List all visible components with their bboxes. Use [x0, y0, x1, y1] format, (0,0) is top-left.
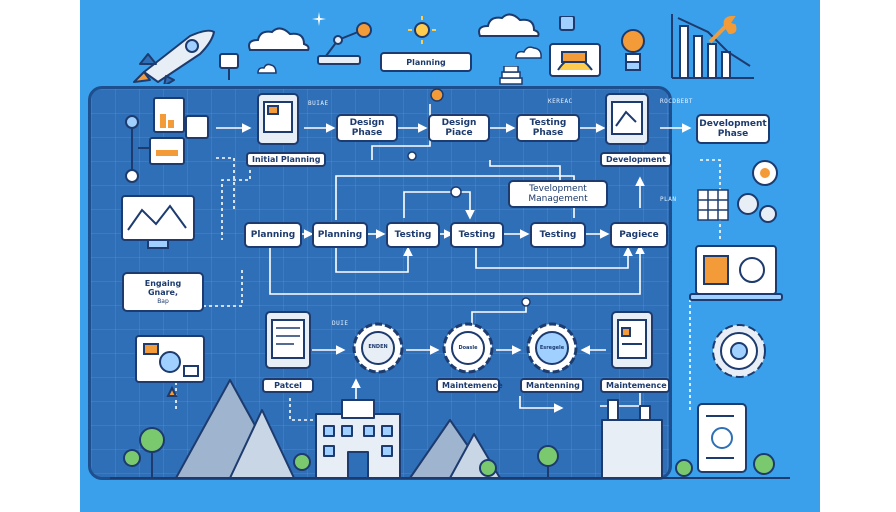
- sparkle-icon: [312, 12, 326, 26]
- tablet-chart-icon: [611, 311, 653, 369]
- box-label: Tevelopment Management: [528, 184, 588, 204]
- initial-planning-label: Initial Planning: [246, 152, 327, 167]
- cloud-icon: [257, 63, 277, 74]
- gear-label: Esregele: [539, 345, 565, 351]
- cloud-icon: [478, 13, 540, 37]
- planning-banner: Planning: [380, 52, 472, 72]
- note-line: Engaing: [144, 278, 182, 288]
- small-label: BUIAE: [308, 100, 329, 107]
- signpost-icon: [219, 53, 239, 80]
- gear-label: Doasle: [458, 345, 478, 351]
- network-board-icon: [135, 335, 205, 397]
- cloud-icon: [515, 46, 542, 59]
- maintenance-label-2: Mantenning: [520, 378, 584, 393]
- landscape-illustration: [110, 379, 790, 479]
- flow-box-testing-phase: Testing Phase: [516, 114, 580, 142]
- small-label: KEREAC: [548, 98, 573, 105]
- box-label: Design Piace: [441, 118, 477, 138]
- maintenance-label-1: Maintemence: [436, 378, 503, 393]
- flow-box-design-phase: Design Phase: [336, 114, 398, 142]
- box-label: Testing Phase: [529, 118, 567, 138]
- flow-box-testing-1: Testing: [386, 222, 440, 248]
- flow-box-planning-2: Planning: [312, 222, 368, 248]
- dashboard-widgets-icon: [125, 97, 209, 183]
- flow-box-testing-3: Testing: [530, 222, 586, 248]
- engaging-note-card: Engaing Gnare, Bap: [122, 272, 204, 312]
- development-label: Development: [600, 152, 672, 167]
- small-label: ROCDBEBT: [660, 98, 693, 105]
- note-line: Bap: [157, 297, 169, 305]
- presentation-easel-icon: [549, 16, 601, 77]
- gear-icon: [712, 324, 766, 378]
- document-stack-icon: [499, 66, 523, 85]
- rocket-icon: [133, 29, 215, 84]
- tablet-icon: [257, 93, 299, 145]
- laptop-icon: [689, 245, 783, 301]
- cloud-icon: [248, 27, 310, 51]
- parcel-label: Patcel: [262, 378, 314, 393]
- box-label: Design Phase: [349, 118, 385, 138]
- small-label: PLAN: [660, 196, 677, 203]
- wrench-icon: [708, 15, 737, 44]
- clipboard-icon: [697, 403, 747, 473]
- robot-arm-icon: [317, 22, 372, 65]
- bar-chart-icon: [671, 14, 754, 79]
- flow-box-pagiece: Pagiece: [610, 222, 668, 248]
- tablet-document-icon: [265, 311, 311, 369]
- gear-icon: [526, 322, 578, 374]
- gear-cluster-icon: [737, 193, 777, 223]
- box-label: Development Phase: [699, 119, 767, 139]
- gear-label: ENDEN: [368, 344, 388, 350]
- gear-icon: [752, 160, 778, 186]
- gear-icon: [442, 322, 494, 374]
- gear-icon: [352, 322, 404, 374]
- flow-box-planning-1: Planning: [244, 222, 302, 248]
- flow-box-design-piace: Design Piace: [428, 114, 490, 142]
- flow-box-development-phase: Development Phase: [696, 114, 770, 144]
- sun-icon: [408, 16, 436, 44]
- lightbulb-icon: [621, 29, 645, 71]
- maintenance-label-3: Maintemence: [600, 378, 670, 393]
- small-label: DUIE: [332, 320, 349, 327]
- development-management-box: Tevelopment Management: [508, 180, 608, 208]
- flow-box-testing-2: Testing: [450, 222, 504, 248]
- monitor-chart-icon: [121, 195, 195, 249]
- tablet-icon: [605, 93, 649, 145]
- workflow-board: [88, 86, 672, 480]
- note-line: Gnare,: [147, 287, 179, 297]
- server-grid-icon: [697, 189, 729, 221]
